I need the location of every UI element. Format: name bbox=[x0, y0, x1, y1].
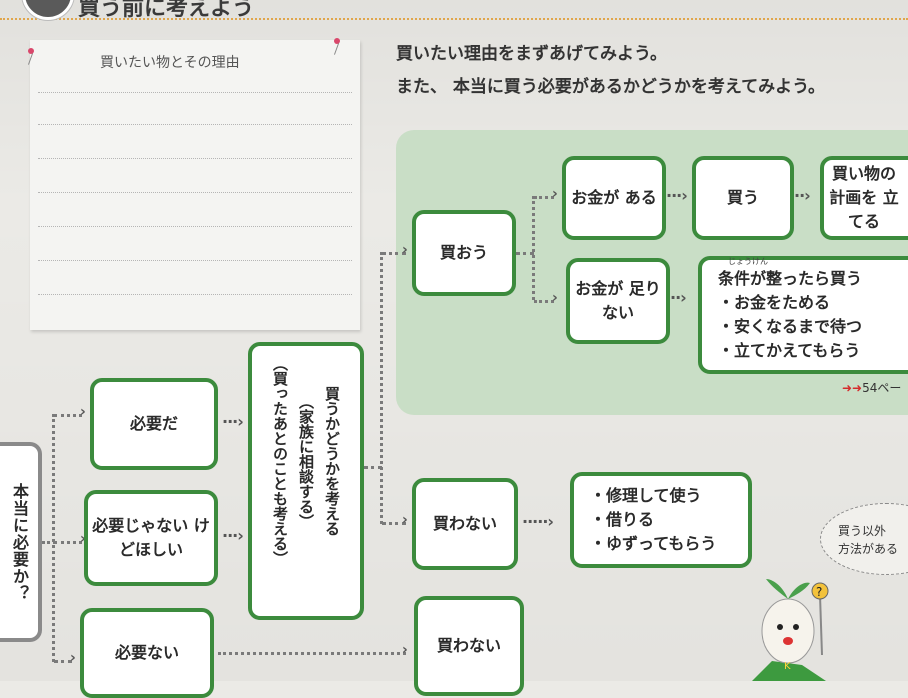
dont-buy-box-2: 買わない bbox=[414, 596, 524, 696]
note-line bbox=[38, 226, 352, 227]
page-reference[interactable]: ➜➜54ペー bbox=[842, 379, 901, 396]
svg-text:K: K bbox=[784, 661, 791, 672]
plan-box: 買い物の 計画を 立てる bbox=[820, 156, 908, 240]
instruction-line-2: また、 本当に買う必要があるかどうかを考えてみよう。 bbox=[396, 77, 826, 97]
connector-line bbox=[380, 252, 383, 524]
question-box: 本当に必要か？ bbox=[0, 442, 42, 642]
bubble-text: 買う以外 方法がある bbox=[838, 522, 898, 558]
purchase-box: 買う bbox=[692, 156, 794, 240]
mascot-icon: ? K bbox=[752, 579, 829, 681]
condition-item: ・立てかえてもらう bbox=[718, 341, 861, 360]
arrow-icon: ···› bbox=[666, 186, 688, 205]
alternative-item: ・ゆずってもらう bbox=[590, 534, 717, 553]
dont-buy-box: 買わない bbox=[412, 478, 518, 570]
consider-family: （家族に相談する） bbox=[297, 393, 315, 529]
connector-line bbox=[382, 522, 406, 525]
instructions: 買いたい理由をまずあげてみよう。 また、 本当に買う必要があるかどうかを考えてみ… bbox=[396, 38, 825, 104]
arrow-icon: › bbox=[402, 242, 408, 258]
arrow-icon: ··› bbox=[794, 186, 811, 205]
no-need-box: 必要ない bbox=[80, 608, 214, 698]
conditions-box: 条件が整ったら買う ・お金をためる ・安くなるまで待つ ・立てかえてもらう bbox=[698, 256, 908, 374]
connector-line bbox=[532, 196, 535, 300]
connector-line bbox=[218, 652, 406, 655]
section-title: 買う前に考えよう bbox=[78, 0, 255, 21]
note-line bbox=[38, 192, 352, 193]
want-box: 必要じゃない けどほしい bbox=[84, 490, 218, 586]
arrow-icon: ···› bbox=[222, 526, 244, 545]
header-mascot-icon bbox=[22, 0, 74, 20]
conditions-title: 条件が整ったら買う bbox=[718, 269, 863, 288]
pin-icon bbox=[28, 48, 34, 54]
pin-icon bbox=[334, 38, 340, 44]
note-line bbox=[38, 158, 352, 159]
note-card-title: 買いたい物とその理由 bbox=[100, 55, 240, 71]
connector-line bbox=[364, 466, 382, 469]
arrow-icon: › bbox=[552, 290, 558, 306]
connector-line bbox=[42, 541, 56, 544]
ruby-text: じょうけん bbox=[728, 257, 768, 266]
arrow-icon: ···› bbox=[222, 412, 244, 431]
connector-line bbox=[52, 414, 55, 662]
bubble-line-1: 買う以外 bbox=[838, 524, 887, 538]
consider-box: 買うかどうかを考える （家族に相談する） （買ったあとのことも考える） bbox=[248, 342, 364, 620]
connector-line bbox=[54, 660, 72, 663]
alternative-item: ・借りる bbox=[590, 510, 655, 529]
svg-text:?: ? bbox=[816, 585, 822, 599]
connector-line bbox=[54, 541, 82, 544]
buy-box: 買おう bbox=[412, 210, 516, 296]
consider-after: （買ったあとのことも考える） bbox=[271, 356, 289, 566]
alternatives-box: ・修理して使う ・借りる ・ゆずってもらう bbox=[570, 472, 752, 568]
have-money-box: お金が ある bbox=[562, 156, 666, 240]
alternative-item: ・修理して使う bbox=[590, 486, 702, 505]
note-card[interactable]: 買いたい物とその理由 bbox=[30, 40, 360, 330]
note-line bbox=[38, 124, 352, 125]
need-box: 必要だ bbox=[90, 378, 218, 470]
connector-line bbox=[534, 300, 554, 303]
condition-item: ・お金をためる bbox=[718, 293, 831, 312]
connector-line bbox=[54, 414, 82, 417]
note-line bbox=[38, 260, 352, 261]
note-line bbox=[38, 92, 352, 93]
arrow-icon: › bbox=[70, 650, 76, 666]
double-arrow-icon: ➜➜ bbox=[842, 381, 863, 395]
arrow-icon: › bbox=[80, 531, 86, 547]
instruction-line-1: 買いたい理由をまずあげてみよう。 bbox=[396, 44, 667, 64]
connector-line bbox=[516, 252, 534, 255]
note-line bbox=[38, 294, 352, 295]
arrow-icon: ··› bbox=[670, 288, 687, 307]
condition-item: ・安くなるまで待つ bbox=[718, 317, 863, 336]
arrow-icon: ·····› bbox=[522, 512, 554, 531]
connector-line bbox=[382, 252, 406, 255]
bubble-line-2: 方法がある bbox=[838, 542, 899, 556]
page-ref-text: 54ペー bbox=[862, 381, 902, 395]
header-band: 買う前に考えよう bbox=[0, 0, 908, 21]
arrow-icon: › bbox=[552, 186, 558, 202]
connector-line bbox=[534, 196, 554, 199]
consider-main: 買うかどうかを考える bbox=[323, 386, 341, 536]
arrow-icon: › bbox=[80, 404, 86, 420]
arrow-icon: › bbox=[402, 512, 408, 528]
no-money-box: お金が 足りない bbox=[566, 258, 670, 344]
arrow-icon: › bbox=[402, 642, 408, 658]
